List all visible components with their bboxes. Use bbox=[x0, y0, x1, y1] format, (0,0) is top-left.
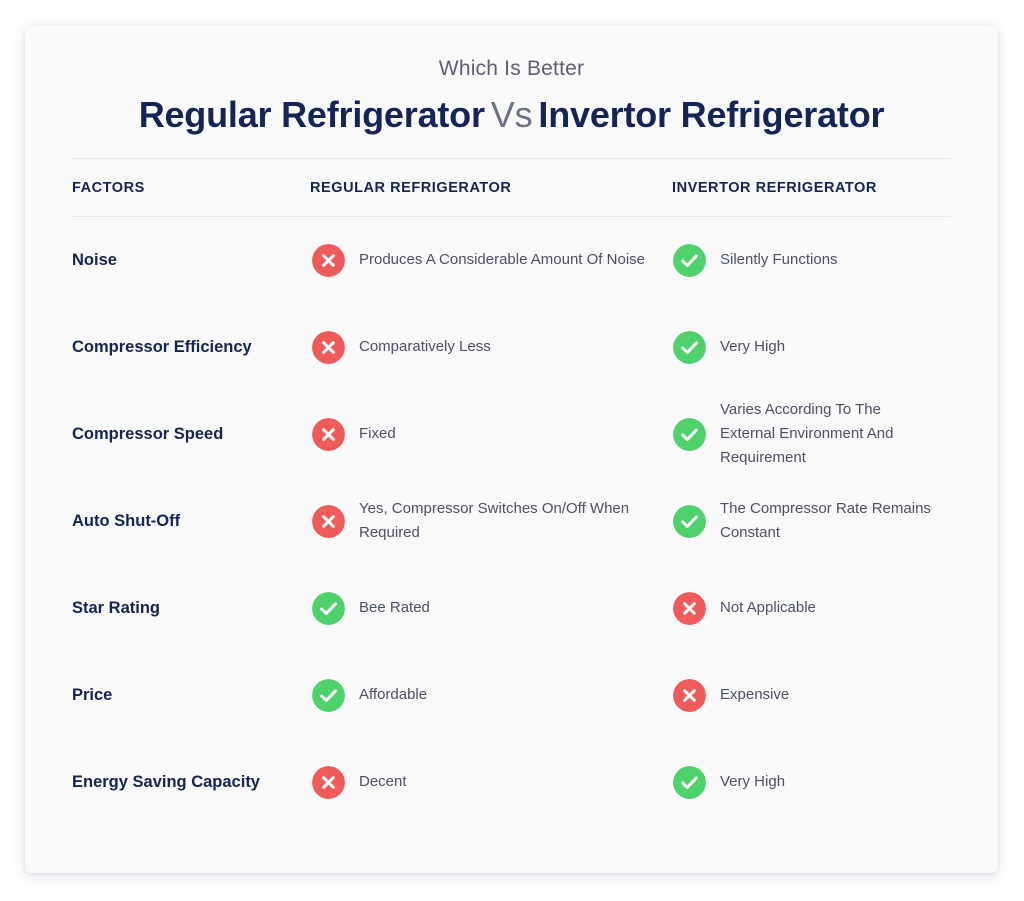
cross-icon bbox=[312, 417, 345, 451]
column-header-factors: FACTORS bbox=[72, 158, 310, 218]
cell-regular: Affordable bbox=[310, 652, 672, 739]
cell-text: Decent bbox=[359, 773, 407, 791]
cross-icon bbox=[673, 591, 706, 625]
table-row: Compressor Speed Fixed Varies According To… bbox=[72, 391, 951, 478]
cell-text: Varies According To The External Environ… bbox=[720, 400, 894, 467]
factor-label: Auto Shut-Off bbox=[72, 511, 181, 530]
check-icon bbox=[673, 244, 706, 278]
check-icon bbox=[673, 330, 706, 364]
cell-invertor: Expensive bbox=[672, 652, 951, 739]
factor-label: Noise bbox=[72, 250, 117, 269]
cell-text: Produces A Considerable Amount Of Noise bbox=[359, 251, 645, 269]
table-row: Auto Shut-Off Yes, Compressor Switches On… bbox=[72, 478, 951, 565]
kicker-text: Which Is Better bbox=[438, 57, 585, 80]
cell-text: Yes, Compressor Switches On/Off When Req… bbox=[359, 500, 630, 542]
factor-label: Star Rating bbox=[72, 598, 161, 617]
table-row: Energy Saving Capacity Decent Very High bbox=[72, 739, 951, 826]
cell-content: Not Applicable bbox=[672, 591, 951, 625]
table-row: Price Affordable Expensive bbox=[72, 652, 951, 739]
table-row: Star Rating Bee Rated Not Applicable bbox=[72, 565, 951, 652]
cross-icon bbox=[312, 244, 345, 278]
cell-invertor: Very High bbox=[672, 304, 951, 391]
cell-text: The Compressor Rate Remains Constant bbox=[720, 500, 931, 542]
cross-icon bbox=[312, 330, 345, 364]
table-row: Compressor Efficiency Comparatively Less V… bbox=[72, 304, 951, 391]
cell-content: Very High bbox=[672, 330, 951, 364]
factor-label: Energy Saving Capacity bbox=[72, 772, 260, 791]
cell-invertor: The Compressor Rate Remains Constant bbox=[672, 478, 951, 565]
cell-text: Expensive bbox=[720, 686, 790, 704]
cell-regular: Fixed bbox=[310, 391, 672, 478]
title-left-product: Regular Refrigerator bbox=[138, 94, 485, 136]
cell-text: Not Applicable bbox=[720, 599, 816, 617]
cell-content: The Compressor Rate Remains Constant bbox=[672, 497, 951, 546]
cell-invertor: Not Applicable bbox=[672, 565, 951, 652]
cell-invertor: Silently Functions bbox=[672, 217, 951, 304]
cell-regular: Decent bbox=[310, 739, 672, 826]
check-icon bbox=[312, 678, 345, 712]
comparison-table: FACTORS REGULAR REFRIGERATOR INVERTOR RE… bbox=[72, 158, 951, 826]
cell-content: Varies According To The External Environ… bbox=[672, 398, 951, 471]
cell-regular: Produces A Considerable Amount Of Noise bbox=[310, 217, 672, 304]
cell-content: Comparatively Less bbox=[310, 330, 672, 364]
check-icon bbox=[673, 417, 706, 451]
cell-text: Comparatively Less bbox=[359, 338, 491, 356]
cell-content: Produces A Considerable Amount Of Noise bbox=[310, 244, 672, 278]
table-body: Noise Produces A Considerable Amount Of N… bbox=[72, 217, 951, 826]
cell-content: Yes, Compressor Switches On/Off When Req… bbox=[310, 497, 672, 546]
cell-regular: Yes, Compressor Switches On/Off When Req… bbox=[310, 478, 672, 565]
cell-content: Bee Rated bbox=[310, 591, 672, 625]
check-icon bbox=[673, 765, 706, 799]
check-icon bbox=[673, 504, 706, 538]
cell-content: Very High bbox=[672, 765, 951, 799]
column-header-invertor: INVERTOR REFRIGERATOR bbox=[672, 158, 951, 218]
cell-regular: Comparatively Less bbox=[310, 304, 672, 391]
check-icon bbox=[312, 591, 345, 625]
cell-text: Bee Rated bbox=[359, 599, 430, 617]
factor-label: Compressor Speed bbox=[72, 424, 224, 443]
cell-content: Decent bbox=[310, 765, 672, 799]
cross-icon bbox=[312, 504, 345, 538]
table-header-row: FACTORS REGULAR REFRIGERATOR INVERTOR RE… bbox=[72, 158, 951, 218]
cell-text: Silently Functions bbox=[720, 251, 838, 269]
cell-invertor: Varies According To The External Environ… bbox=[672, 391, 951, 478]
cell-text: Very High bbox=[720, 773, 786, 791]
cell-text: Affordable bbox=[359, 686, 428, 704]
table-header: FACTORS REGULAR REFRIGERATOR INVERTOR RE… bbox=[72, 158, 951, 218]
factor-label: Compressor Efficiency bbox=[72, 337, 252, 356]
cross-icon bbox=[673, 678, 706, 712]
cell-content: Silently Functions bbox=[672, 244, 951, 278]
column-header-regular: REGULAR REFRIGERATOR bbox=[310, 158, 672, 218]
table-row: Noise Produces A Considerable Amount Of N… bbox=[72, 217, 951, 304]
cell-content: Expensive bbox=[672, 678, 951, 712]
cross-icon bbox=[312, 765, 345, 799]
title-right-product: Invertor Refrigerator bbox=[538, 94, 885, 136]
cell-text: Fixed bbox=[359, 425, 396, 443]
title-vs-separator: Vs bbox=[490, 94, 533, 136]
cell-content: Affordable bbox=[310, 678, 672, 712]
cell-regular: Bee Rated bbox=[310, 565, 672, 652]
cell-invertor: Very High bbox=[672, 739, 951, 826]
cell-text: Very High bbox=[720, 338, 786, 356]
cell-content: Fixed bbox=[310, 417, 672, 451]
factor-label: Price bbox=[72, 685, 113, 704]
